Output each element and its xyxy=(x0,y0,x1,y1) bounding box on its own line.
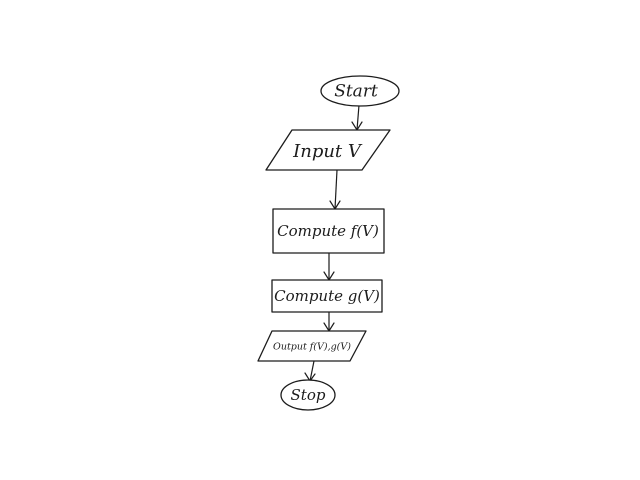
stop-terminal-shape xyxy=(280,379,336,411)
input-io-shape xyxy=(265,129,391,171)
output-label: Output f(V),g(V) xyxy=(273,342,351,353)
node-stop: Stop xyxy=(280,379,336,411)
edge-input-to-compute-f xyxy=(329,169,341,211)
stop-label: Stop xyxy=(291,386,326,404)
edge-compute-g-to-output xyxy=(323,312,335,333)
input-label: Input V xyxy=(292,141,363,162)
compute-g-label: Compute g(V) xyxy=(274,287,380,305)
node-start: Start xyxy=(320,75,400,107)
compute-g-process-shape xyxy=(271,279,383,313)
compute-f-label: Compute f(V) xyxy=(277,222,379,240)
edge-compute-f-to-compute-g xyxy=(323,253,335,282)
node-compute-g: Compute g(V) xyxy=(271,279,383,313)
node-input: Input V xyxy=(265,129,391,171)
edge-output-to-stop xyxy=(304,360,316,383)
node-compute-f: Compute f(V) xyxy=(272,208,385,254)
compute-f-process-shape xyxy=(272,208,385,254)
output-io-shape xyxy=(257,330,367,362)
start-label: Start xyxy=(334,82,378,102)
edge-start-to-input xyxy=(351,104,363,132)
node-output: Output f(V),g(V) xyxy=(257,330,367,362)
start-terminal-shape xyxy=(320,75,400,107)
